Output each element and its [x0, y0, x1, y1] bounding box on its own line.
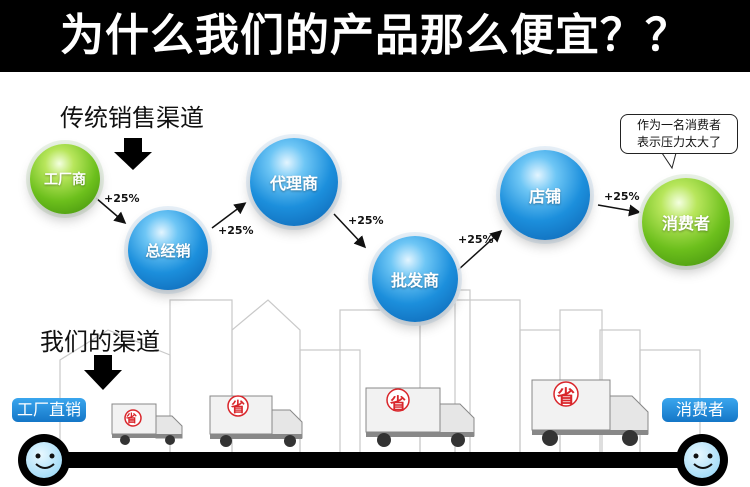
truck-mark: 省 [390, 394, 407, 413]
speech-line: 表示压力太大了 [636, 135, 721, 149]
factory-direct-tag: 工厂直销 [12, 398, 86, 422]
down-arrow-icon [84, 355, 122, 390]
consumer-tag: 消费者 [662, 398, 738, 422]
markup-label: +25% [218, 224, 254, 237]
direct-road [38, 452, 698, 468]
store-node: 店铺 [500, 150, 590, 240]
consumer-speech-bubble: 作为一名消费者 表示压力太大了 [620, 114, 738, 154]
our-channel-label: 我们的渠道 [40, 328, 160, 356]
truck-mark: 省 [231, 400, 245, 416]
speech-line: 作为一名消费者 [636, 118, 721, 132]
markup-label: +25% [458, 233, 494, 246]
wholesaler-node: 批发商 [372, 236, 458, 322]
agent-node: 代理商 [250, 138, 338, 226]
markup-label: +25% [604, 190, 640, 203]
truck-icon [111, 403, 183, 445]
smiley-icon [676, 434, 728, 486]
title-banner [0, 0, 750, 72]
down-arrow-icon [114, 138, 152, 170]
consumer-node: 消费者 [642, 178, 730, 266]
truck-icon [209, 395, 303, 447]
traditional-channel-label: 传统销售渠道 [60, 104, 204, 132]
factory-node: 工厂商 [30, 144, 100, 214]
truck-icon [365, 387, 475, 447]
truck-mark: 省 [557, 387, 575, 408]
page-title: 为什么我们的产品那么便宜？？ [60, 10, 690, 61]
truck-mark: 省 [126, 412, 137, 425]
markup-label: +25% [348, 214, 384, 227]
smiley-icon [18, 434, 70, 486]
truck-icon [531, 379, 649, 446]
distributor-node: 总经销 [128, 210, 208, 290]
markup-label: +25% [104, 192, 140, 205]
